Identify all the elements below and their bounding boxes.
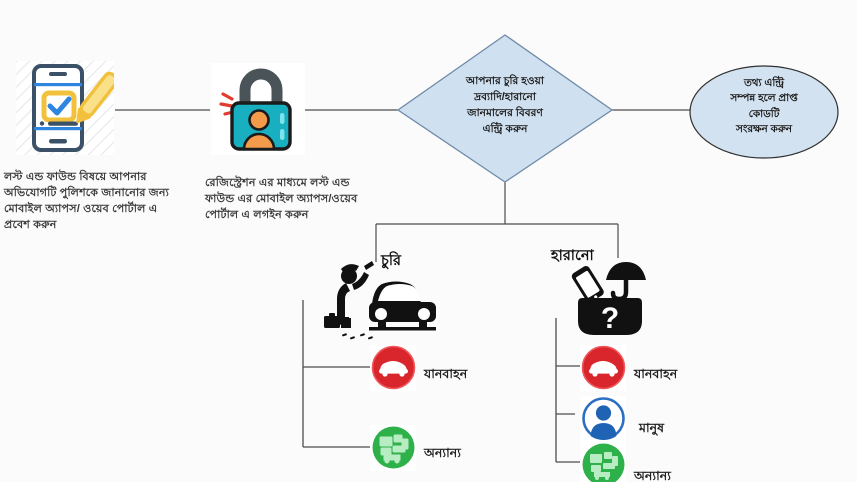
terminator-line-4: সংরক্ষন করুন xyxy=(735,124,792,136)
step-registration-login-caption: রেজিস্ট্রেশন এর মাধ্যমে লস্ট এন্ড ফাউন্ড… xyxy=(205,177,358,221)
decision-line-1: আপনার চুরি হওয়া xyxy=(466,75,544,87)
car-theft-icon xyxy=(324,261,436,340)
person-badge-icon[interactable] xyxy=(581,396,626,441)
terminator-line-2: সম্পন্ন হলে প্রাপ্ত xyxy=(730,93,798,105)
branch-lost-heading: হারানো xyxy=(551,248,594,264)
step-mobile-app-caption: লস্ট এন্ড ফাউন্ড বিষয়ে আপনার অভিযোগটি প… xyxy=(4,171,169,231)
decision-line-2: দ্রব্যাদি/হারানো xyxy=(474,90,536,103)
svg-text:?: ? xyxy=(601,302,619,335)
mobile-checklist-icon xyxy=(16,61,114,155)
terminator-line-3: কোডটি xyxy=(748,108,780,120)
terminator-save-code-text: তথ্য এন্ট্রি সম্পন্ন হলে প্রাপ্ত কোডটি স… xyxy=(692,76,836,138)
lost-item-label-others: অন্যান্য xyxy=(634,469,671,482)
others-badge-icon[interactable] xyxy=(581,442,626,482)
unlocked-padlock-user-icon xyxy=(211,63,305,155)
lost-item-label-person: মানুষ xyxy=(639,421,665,435)
decision-entry-details-text: আপনার চুরি হওয়া দ্রব্যাদি/হারানো জানমাল… xyxy=(415,74,595,138)
lost-bag-question-icon: ? xyxy=(571,262,646,335)
decision-line-4: এন্ট্রি করুন xyxy=(482,122,528,135)
theft-item-label-others: অন্যান্য xyxy=(424,446,461,460)
branch-theft-heading: চুরি xyxy=(381,253,401,269)
vehicle-badge-icon[interactable] xyxy=(581,345,626,390)
theft-item-label-vehicle: যানবাহন xyxy=(424,367,468,381)
vehicle-badge-icon[interactable] xyxy=(371,345,416,390)
terminator-line-1: তথ্য এন্ট্রি xyxy=(743,78,785,89)
lost-item-label-vehicle: যানবাহন xyxy=(634,367,678,381)
decision-line-3: জানমালের বিবরণ xyxy=(467,106,543,119)
others-badge-icon[interactable] xyxy=(371,425,416,470)
